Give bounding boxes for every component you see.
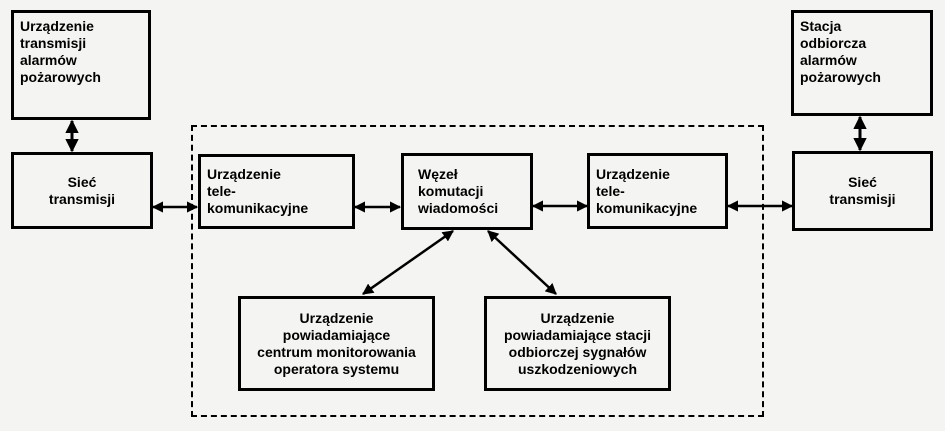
receiving-station-box: Stacja odbiorcza alarmów pożarowych (791, 10, 933, 116)
arrow-switching-node-to-operator-notifier (362, 229, 454, 296)
node-label-line: komunikacyjne (596, 199, 698, 216)
right-telecom-device-box: Urządzenie tele- komunikacyjne (587, 153, 728, 229)
node-label-line: centrum monitorowania (257, 343, 416, 360)
node-label-line: tele- (207, 183, 236, 199)
node-label-line: Węzeł (418, 166, 458, 182)
node-label-line: wiadomości (418, 200, 499, 216)
node-label-line: komutacji (418, 183, 484, 199)
node-label-line: powiadamiające stacji (503, 326, 652, 343)
node-label-line: komunikacyjne (207, 200, 309, 216)
node-label-line: Urządzenie (540, 309, 615, 326)
left-transmission-network-box: Sieć transmisji (11, 152, 153, 229)
node-label-line: uszkodzeniowych (517, 360, 638, 377)
node-label-line: Urządzenie (596, 165, 670, 182)
node-label-line: alarmów (20, 52, 77, 68)
operator-monitoring-notifier-box: Urządzenie powiadamiające centrum monito… (238, 296, 435, 391)
node-label-line: Urządzenie (299, 309, 374, 326)
alarm-transmission-device-box: Urządzenie transmisji alarmów pożarowych (11, 10, 151, 120)
left-telecom-device-box: Urządzenie tele- komunikacyjne (198, 154, 355, 229)
node-label-line: transmisji (829, 191, 896, 207)
node-label-line: odbiorczej sygnałów (508, 343, 647, 360)
message-switching-node-box: Węzeł komutacji wiadomości (401, 153, 533, 230)
node-label-line: transmisji (48, 190, 116, 207)
node-label-line: transmisji (20, 35, 87, 51)
node-label-line: odbiorcza (800, 35, 867, 51)
node-label-line: Urządzenie (20, 18, 94, 34)
right-transmission-network-box: Sieć transmisji (792, 151, 933, 231)
node-label-line: Stacja (800, 18, 842, 34)
node-label-line: tele- (596, 182, 625, 199)
node-label-line: Sieć (67, 173, 97, 190)
node-label-line: Urządzenie (207, 166, 281, 182)
arrow-switching-node-to-fault-notifier (487, 230, 557, 295)
system-boundary-dashed (191, 125, 764, 417)
node-label-line: operatora systemu (273, 360, 400, 377)
node-label-line: alarmów (800, 52, 857, 68)
node-label-line: pożarowych (800, 69, 881, 85)
fault-signal-notifier-box: Urządzenie powiadamiające stacji odbiorc… (484, 296, 671, 391)
node-label-line: Sieć (848, 174, 877, 190)
node-label-line: pożarowych (20, 69, 101, 85)
node-label-line: powiadamiające (282, 326, 391, 343)
